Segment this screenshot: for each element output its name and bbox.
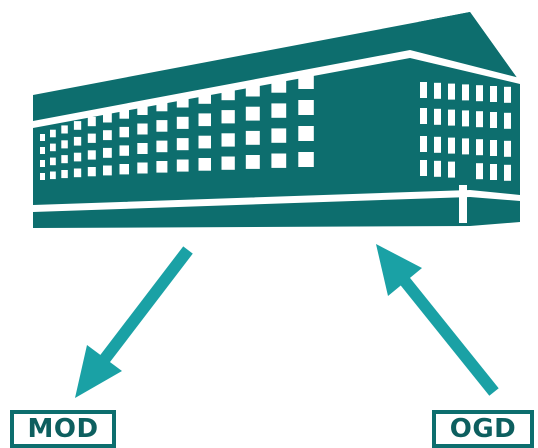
building-window xyxy=(221,110,235,124)
building-window xyxy=(40,160,45,167)
building-window xyxy=(448,83,455,100)
building-window xyxy=(420,108,427,124)
building-window xyxy=(245,130,260,145)
building-window xyxy=(119,164,129,175)
building-window xyxy=(462,110,469,127)
building-window xyxy=(271,78,287,93)
building-window xyxy=(434,108,441,125)
building-window xyxy=(176,138,189,151)
building-window xyxy=(448,137,455,154)
mod-label: MOD xyxy=(10,410,116,448)
ogd-label: OGD xyxy=(432,410,534,448)
building-window xyxy=(156,120,168,132)
building-window xyxy=(298,126,314,141)
building-window xyxy=(490,140,497,156)
building-window xyxy=(462,138,469,155)
building-window xyxy=(50,157,56,166)
building-window xyxy=(504,164,511,181)
building-window xyxy=(119,108,129,119)
building-window xyxy=(462,84,469,101)
building-window xyxy=(61,170,68,179)
building-window xyxy=(87,116,96,127)
building-window xyxy=(476,139,483,156)
building-window xyxy=(87,167,96,177)
building-icon xyxy=(33,12,520,228)
building-window xyxy=(73,168,82,178)
building-window xyxy=(176,159,189,172)
building-window xyxy=(103,112,112,123)
building-window xyxy=(103,130,112,141)
building-window xyxy=(504,86,511,103)
building-window xyxy=(119,145,129,156)
building-window xyxy=(490,86,497,102)
building-window xyxy=(87,150,96,160)
building-window xyxy=(490,112,497,128)
building-window xyxy=(61,125,68,134)
building-window xyxy=(420,160,427,176)
building-window xyxy=(198,91,211,104)
building-window xyxy=(61,155,68,164)
building-window xyxy=(476,111,483,128)
building-window xyxy=(434,136,441,153)
building-window xyxy=(73,136,82,146)
building-window xyxy=(50,171,56,180)
building-window xyxy=(504,112,511,129)
building-window xyxy=(103,147,112,158)
building-window xyxy=(73,121,82,130)
building-window xyxy=(245,106,260,121)
building-window xyxy=(504,140,511,157)
building-window xyxy=(73,152,82,162)
building-window xyxy=(298,100,314,115)
building-window xyxy=(40,173,45,180)
building-window xyxy=(271,128,287,143)
building-window xyxy=(298,74,314,89)
building-window xyxy=(156,99,168,112)
building-window xyxy=(40,134,45,141)
building-door xyxy=(459,185,467,223)
building-body xyxy=(33,12,520,228)
building-window xyxy=(245,82,260,97)
building-window xyxy=(298,152,314,167)
building-window xyxy=(490,164,497,180)
building-window xyxy=(271,153,287,168)
building-window xyxy=(137,143,148,154)
arrow-down-left-icon xyxy=(75,246,193,398)
building-window xyxy=(221,133,235,147)
building-window xyxy=(176,95,189,108)
building-window xyxy=(50,143,56,152)
building-window xyxy=(156,140,168,153)
building-window xyxy=(50,129,56,138)
building-window xyxy=(176,116,189,129)
building-window xyxy=(420,82,427,98)
building-window xyxy=(420,136,427,152)
building-window xyxy=(448,109,455,126)
building-window xyxy=(448,161,455,178)
building-window xyxy=(221,156,235,170)
arrow-up-left-icon xyxy=(376,244,499,396)
building-window xyxy=(198,135,211,149)
building-window xyxy=(137,123,148,135)
building-window xyxy=(103,165,112,176)
building-window xyxy=(476,163,483,180)
building-window xyxy=(40,147,45,154)
building-window xyxy=(245,155,260,169)
building-window xyxy=(271,103,287,118)
building-window xyxy=(137,104,148,115)
building-window xyxy=(221,86,235,101)
building-bottom-stripe xyxy=(33,190,520,212)
building-window xyxy=(156,161,168,173)
building-window xyxy=(87,133,96,143)
building-windows xyxy=(40,74,511,181)
building-window xyxy=(434,160,441,177)
building-window xyxy=(198,113,211,127)
building-window xyxy=(61,140,68,149)
building-window xyxy=(198,158,211,171)
building-window xyxy=(476,85,483,102)
building-window xyxy=(119,126,129,138)
building-window xyxy=(137,162,148,174)
building-window xyxy=(434,82,441,99)
